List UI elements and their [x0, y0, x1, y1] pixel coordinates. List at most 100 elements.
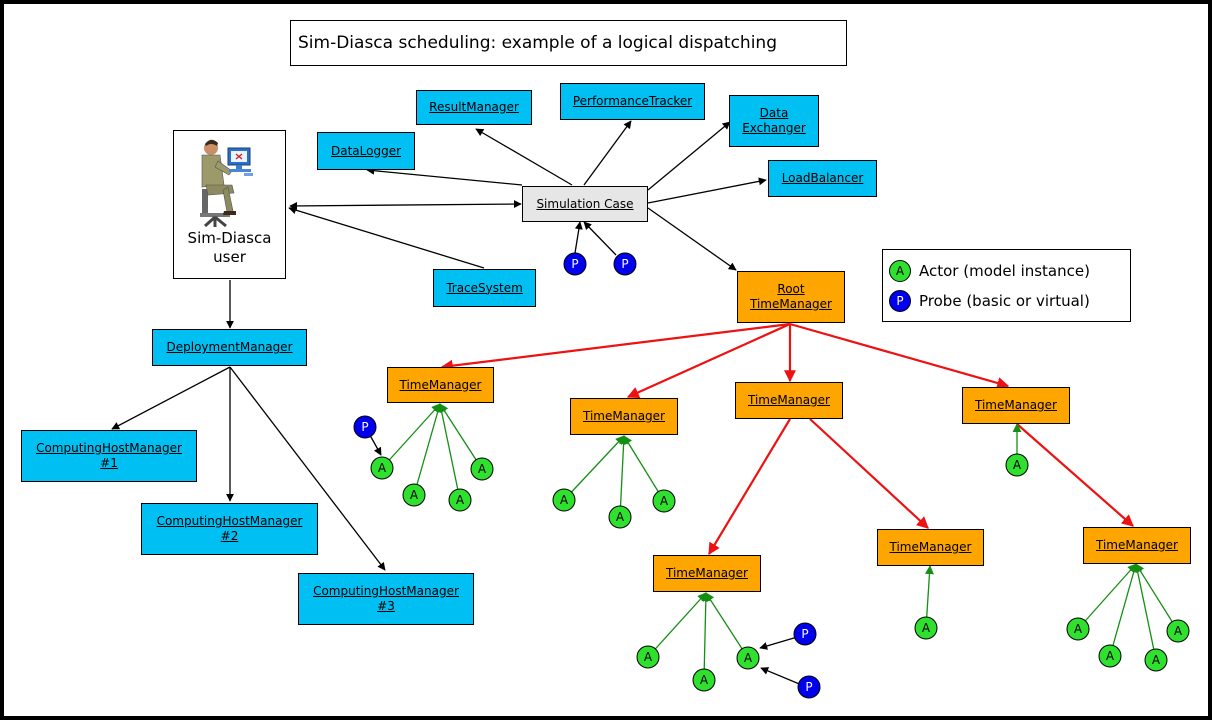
legend: A Actor (model instance) P Probe (basic …: [882, 249, 1131, 322]
trace-system-label[interactable]: TraceSystem: [446, 280, 523, 295]
computing-host-manager-3-box[interactable]: ComputingHostManager#3: [298, 573, 474, 625]
sched-root-tm2: [626, 322, 791, 399]
data-logger-box[interactable]: DataLogger: [317, 132, 415, 170]
simulation-case-box[interactable]: Simulation Case: [522, 186, 648, 222]
diagram-title: Sim-Diasca scheduling: example of a logi…: [298, 33, 777, 53]
host-3-label-line2[interactable]: #3: [377, 599, 395, 613]
time-manager-box[interactable]: TimeManager: [653, 555, 761, 592]
load-balancer-label[interactable]: LoadBalancer: [781, 171, 864, 185]
time-manager-box[interactable]: TimeManager: [387, 367, 494, 403]
link-sim-result-manager: [475, 128, 573, 186]
sched-tm3-tm5: [708, 418, 791, 556]
connection-layer: A A A A A A A A A A A A A A A A P P P P …: [111, 120, 1190, 699]
actor-node: A: [914, 616, 938, 640]
actor-label: A: [560, 493, 569, 507]
host-1-label-line2[interactable]: #1: [100, 456, 118, 470]
time-manager-label[interactable]: TimeManager: [975, 398, 1057, 412]
computing-host-manager-1-box[interactable]: ComputingHostManager#1: [21, 430, 197, 482]
link-trace-system-user: [288, 206, 485, 269]
link-user-simulation-case: [289, 200, 522, 210]
deployment-manager-label[interactable]: DeploymentManager: [166, 340, 293, 354]
trace-system-box[interactable]: TraceSystem: [433, 269, 536, 307]
data-exchanger-label-line1[interactable]: Data: [759, 106, 789, 120]
user-label-line1: Sim-Diasca: [187, 229, 272, 247]
actor-label: A: [922, 621, 931, 635]
root-time-manager-label-line1[interactable]: Root: [777, 282, 805, 296]
actor-link: [563, 435, 625, 501]
actor-node: A: [470, 457, 494, 481]
actor-node: A: [1144, 648, 1168, 672]
actor-link: [647, 592, 707, 658]
time-manager-box[interactable]: TimeManager: [877, 529, 984, 566]
link-sim-load-balancer: [647, 177, 767, 204]
probe-node: P: [353, 415, 377, 439]
actor-node: A: [1166, 619, 1190, 643]
legend-actor-symbol: A: [895, 264, 905, 278]
result-manager-label[interactable]: ResultManager: [429, 100, 519, 114]
time-manager-box[interactable]: TimeManager: [735, 382, 843, 419]
actor-node: A: [370, 456, 394, 480]
time-manager-box[interactable]: TimeManager: [1083, 527, 1191, 564]
computing-host-manager-2-box[interactable]: ComputingHostManager#2: [141, 503, 318, 555]
probe-node: P: [613, 252, 637, 276]
diagram-title-box: Sim-Diasca scheduling: example of a logi…: [290, 20, 847, 66]
actor-node: A: [652, 489, 676, 513]
sched-tm4-tm7: [1016, 423, 1134, 527]
actor-label: A: [1152, 653, 1161, 667]
actor-link: [1135, 563, 1179, 632]
actor-node: A: [448, 488, 472, 512]
time-manager-label[interactable]: TimeManager: [399, 377, 482, 392]
legend-probe-symbol: P: [896, 294, 904, 308]
actor-label: A: [700, 673, 709, 687]
time-manager-label[interactable]: TimeManager: [1096, 538, 1178, 552]
host-3-label-line1[interactable]: ComputingHostManager: [313, 584, 459, 598]
performance-tracker-box[interactable]: PerformanceTracker: [560, 83, 705, 120]
link-sim-root-time-manager: [647, 207, 737, 271]
data-exchanger-label-line2[interactable]: Exchanger: [742, 121, 806, 135]
legend-probe-label: Probe (basic or virtual): [919, 292, 1090, 310]
host-1-label-line1[interactable]: ComputingHostManager: [36, 441, 182, 455]
time-manager-label[interactable]: TimeManager: [583, 409, 665, 423]
time-manager-label[interactable]: TimeManager: [666, 566, 748, 580]
load-balancer-box[interactable]: LoadBalancer: [768, 160, 877, 197]
actor-node: A: [1066, 617, 1090, 641]
host-2-label-line2[interactable]: #2: [220, 529, 239, 543]
link-sim-performance-tracker: [583, 120, 632, 186]
deployment-manager-box[interactable]: DeploymentManager: [152, 329, 307, 366]
host-2-label-line1[interactable]: ComputingHostManager: [156, 514, 303, 528]
legend-actor-label: Actor (model instance): [919, 262, 1090, 280]
actor-label: A: [644, 650, 653, 664]
probe-node: P: [793, 622, 817, 646]
actor-label: A: [660, 494, 669, 508]
link-sim-data-exchanger: [647, 121, 731, 191]
time-manager-label[interactable]: TimeManager: [748, 393, 830, 407]
root-time-manager-label-line2[interactable]: TimeManager: [750, 297, 832, 311]
time-manager-label[interactable]: TimeManager: [889, 540, 972, 554]
link-probe-sim-1: [574, 221, 583, 254]
probe-label: P: [571, 257, 578, 271]
actor-link: [437, 403, 461, 501]
data-logger-label[interactable]: DataLogger: [330, 143, 402, 158]
actor-link: [619, 435, 629, 518]
probe-label: P: [805, 680, 812, 694]
time-manager-box[interactable]: TimeManager: [570, 398, 678, 435]
user-box: Sim-Diasca user: [173, 130, 286, 279]
result-manager-box[interactable]: ResultManager: [416, 90, 532, 125]
link-sim-data-logger: [366, 166, 523, 186]
actor-label: A: [456, 493, 465, 507]
actor-label: A: [378, 461, 387, 475]
actor-link: [381, 403, 441, 469]
time-manager-box[interactable]: TimeManager: [962, 387, 1070, 424]
actor-label: A: [1013, 458, 1022, 472]
probe-node: P: [563, 252, 587, 276]
actor-node: A: [552, 488, 576, 512]
actor-label: A: [1174, 624, 1183, 638]
actor-node: A: [1005, 453, 1029, 477]
actor-label: A: [410, 488, 419, 502]
simulation-case-label[interactable]: Simulation Case: [536, 196, 634, 211]
performance-tracker-label[interactable]: PerformanceTracker: [572, 94, 693, 108]
user-label: Sim-Diasca user: [174, 229, 285, 267]
sched-tm3-tm6: [809, 418, 929, 529]
